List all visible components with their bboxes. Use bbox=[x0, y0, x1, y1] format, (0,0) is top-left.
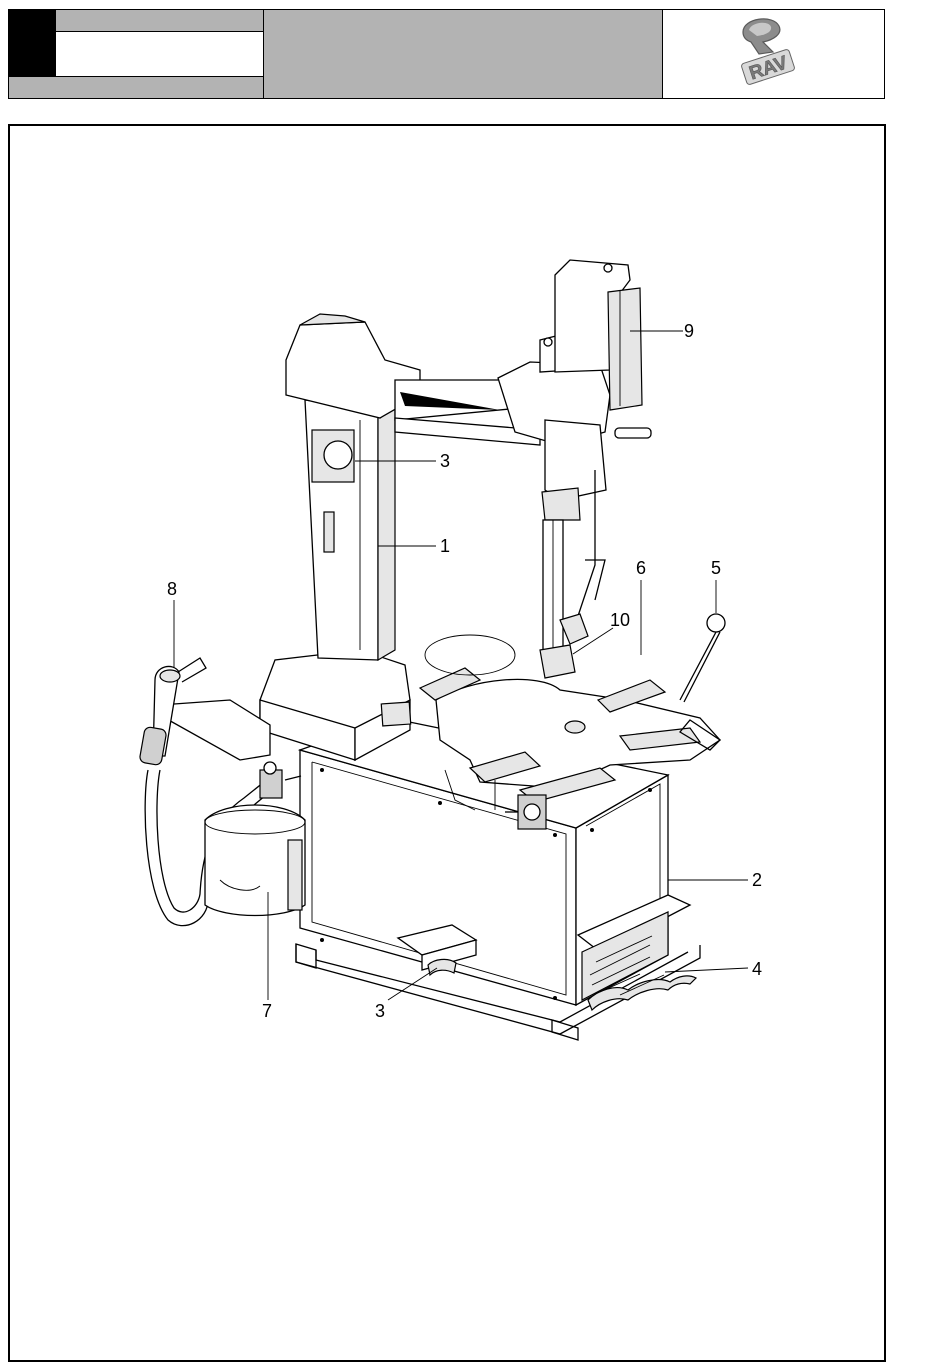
callout-9: 9 bbox=[684, 321, 694, 341]
callout-7: 7 bbox=[262, 1001, 272, 1021]
callout-8: 8 bbox=[167, 579, 177, 599]
machine-column bbox=[260, 398, 411, 760]
callout-1: 1 bbox=[440, 536, 450, 556]
inflation-pedal-lever bbox=[680, 614, 725, 702]
callout-4: 4 bbox=[752, 959, 762, 979]
callout-10: 10 bbox=[610, 610, 630, 630]
callout-2: 2 bbox=[752, 870, 762, 890]
callout-3-column: 3 bbox=[440, 451, 450, 471]
callout-3-pedal: 3 bbox=[375, 1001, 385, 1021]
air-tank bbox=[205, 762, 305, 916]
callout-6: 6 bbox=[636, 558, 646, 578]
callout-5: 5 bbox=[711, 558, 721, 578]
